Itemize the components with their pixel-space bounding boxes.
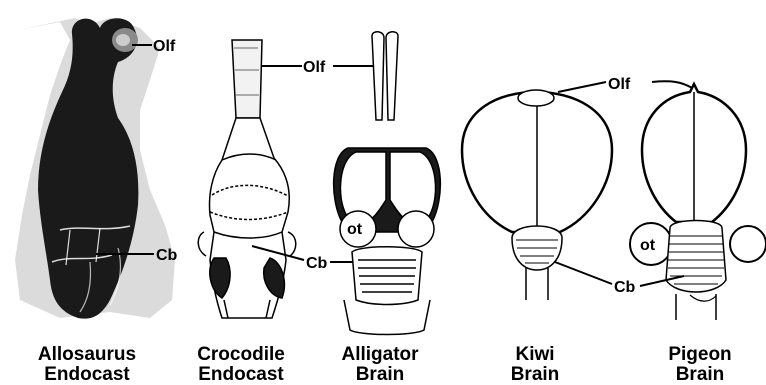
caption-pigeon-line2: Brain [650,365,750,385]
caption-crocodile: Crocodile Endocast [186,345,296,385]
kiwi-brain [462,90,612,300]
pigeon-ot-label: ot [640,237,656,254]
allosaurus-endocast: Olf Cb [15,18,178,319]
caption-allosaurus-line2: Endocast [22,365,152,385]
caption-kiwi-line2: Brain [490,365,580,385]
caption-crocodile-line2: Endocast [186,365,296,385]
allosaurus-cb-label: Cb [156,247,178,264]
caption-alligator-line2: Brain [320,365,440,385]
caption-pigeon: Pigeon Brain [650,345,750,385]
caption-pigeon-line1: Pigeon [650,345,750,365]
kiwi-olf-label: Olf [608,76,631,93]
caption-alligator: Alligator Brain [320,345,440,385]
cb-label-crocodile-alligator: Cb [306,255,328,272]
cb-label-kiwi-pigeon: Cb [614,279,636,296]
caption-crocodile-line1: Crocodile [186,345,296,365]
crocodile-olfactory-tract [232,40,262,118]
crocodile-endocast [198,40,296,318]
caption-allosaurus-line1: Allosaurus [22,345,152,365]
caption-alligator-line1: Alligator [320,345,440,365]
caption-kiwi: Kiwi Brain [490,345,580,385]
alligator-brain [334,32,441,335]
alligator-ot-label: ot [347,221,363,238]
allosaurus-olf-label: Olf [153,38,176,55]
caption-kiwi-line1: Kiwi [490,345,580,365]
olf-label-crocodile-alligator: Olf [303,59,326,76]
caption-allosaurus: Allosaurus Endocast [22,345,152,385]
